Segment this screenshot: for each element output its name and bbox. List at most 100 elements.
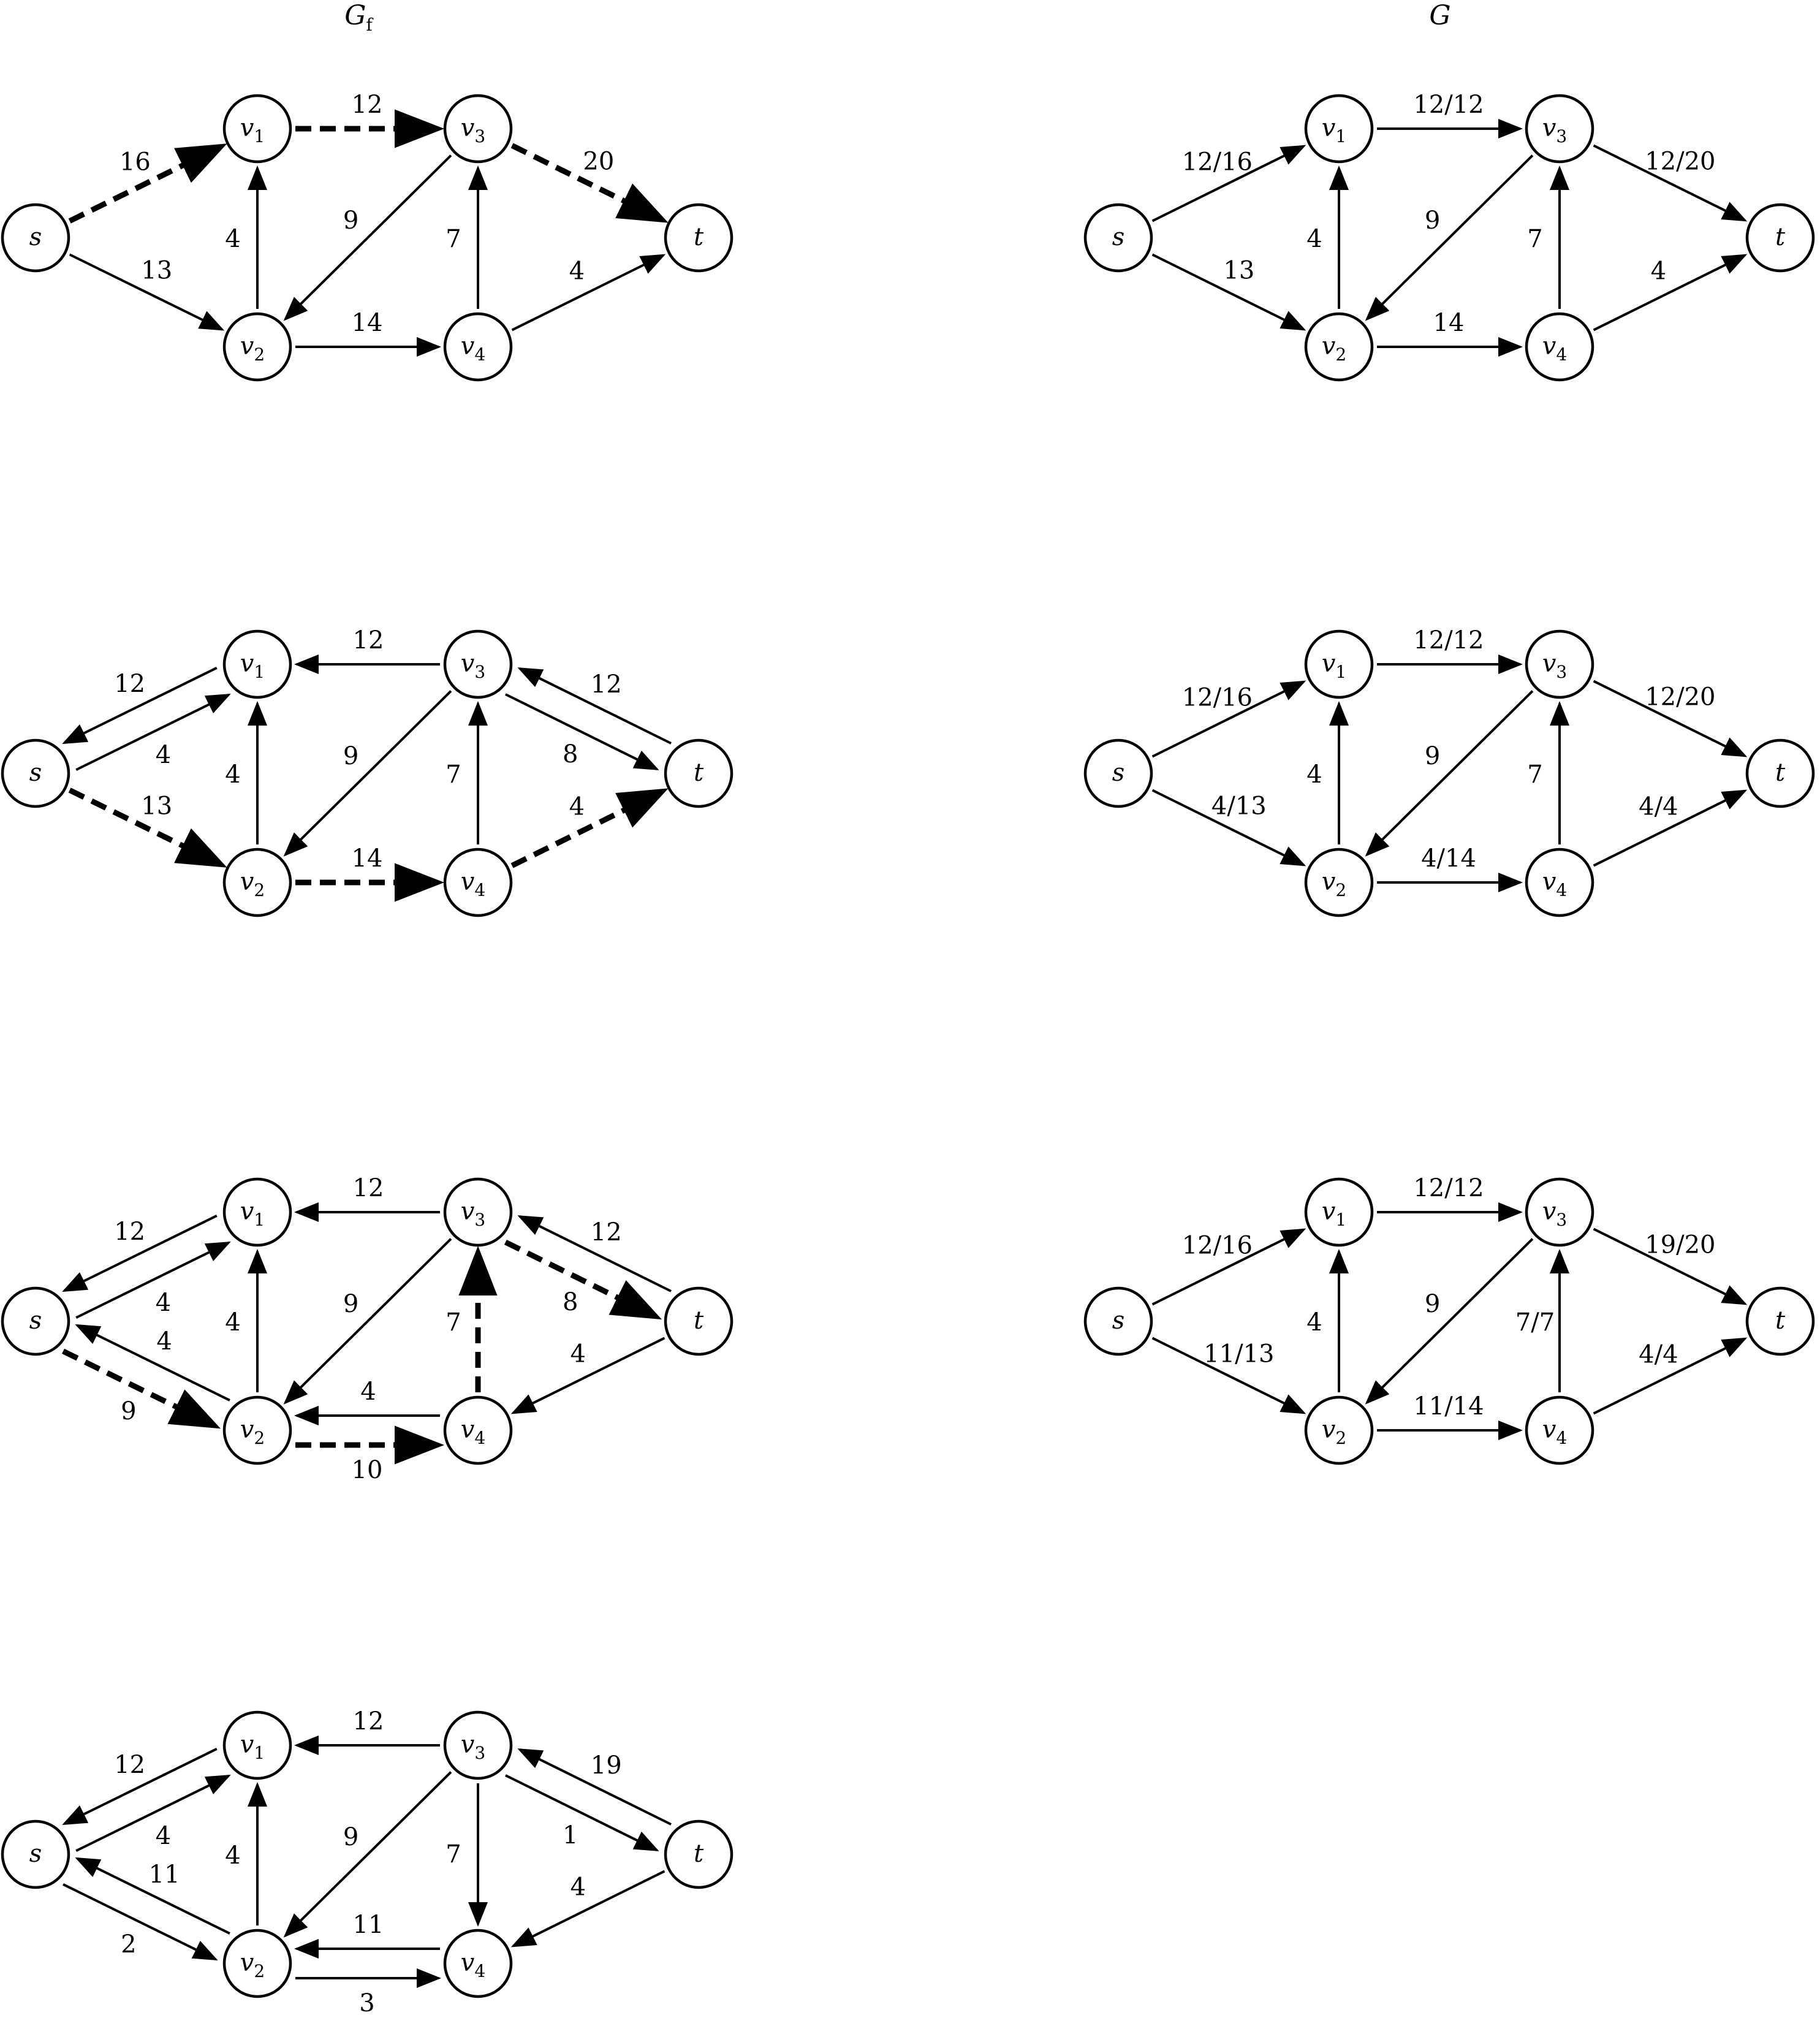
- edge-t-v3: [517, 667, 672, 745]
- edge-s-v2: [1151, 1337, 1306, 1414]
- node-circle: [443, 1177, 513, 1247]
- edge-v3-v2: [1365, 1238, 1534, 1405]
- node-v3: v3: [1525, 94, 1594, 164]
- edge-label-v3-v1: 12: [353, 626, 384, 654]
- edge-label-v4-v3: 7: [446, 1308, 461, 1337]
- edge-v3-v2: [283, 1771, 452, 1938]
- node-v3: v3: [443, 1710, 513, 1780]
- node-circle: [1, 1819, 70, 1889]
- node-v3: v3: [1525, 1177, 1594, 1247]
- edge-v3-t: [1593, 144, 1748, 222]
- node-label: v3: [461, 1731, 485, 1763]
- node-label: v1: [240, 114, 265, 146]
- edge-label-v3-v2: 9: [343, 1823, 358, 1851]
- node-label: s: [29, 1840, 42, 1868]
- edge-label-v1-v3: 12/12: [1413, 1174, 1484, 1202]
- node-circle: [1083, 1286, 1153, 1356]
- edge-v2-s: [75, 1857, 230, 1935]
- node-v4: v4: [443, 1929, 513, 1998]
- node-circle: [1304, 312, 1374, 382]
- edge-label-v3-v1: 12: [353, 1174, 384, 1202]
- node-label: v1: [1322, 114, 1346, 146]
- edge-label-v3-v2: 9: [343, 1290, 358, 1318]
- node-v3: v3: [1525, 629, 1594, 699]
- edge-label-v4-t: 4: [569, 257, 585, 286]
- edge-v1-s: [62, 1215, 218, 1292]
- edge-v4-t: [510, 788, 669, 868]
- edge-label-v1-v3: 12/12: [1413, 626, 1484, 654]
- node-circle: [443, 848, 513, 917]
- edge-label-s-v1: 4: [156, 1289, 171, 1317]
- edge-label-v2-v1: 4: [225, 1842, 240, 1870]
- node-circle: [1525, 94, 1594, 164]
- edge-label-v2-v4: 14: [352, 309, 383, 337]
- edge-label-v2-v4: 14: [1433, 309, 1465, 337]
- edge-label-v3-v2: 9: [1425, 207, 1440, 235]
- edge-label-v3-v4: 7: [446, 1840, 461, 1868]
- node-label: v1: [240, 650, 265, 682]
- node-circle: [1083, 738, 1153, 808]
- panel-g-3: 12/1612/1219/204911/1311/147/74/4sv1v2v3…: [1083, 1174, 1815, 1465]
- node-circle: [222, 1929, 292, 1998]
- edge-label-s-v2: 4/13: [1211, 792, 1267, 821]
- edge-label-s-v2: 13: [141, 792, 172, 821]
- edge-label-v2-v4: 14: [352, 844, 383, 873]
- node-circle: [1, 203, 70, 273]
- node-circle: [1525, 1177, 1594, 1247]
- panels: 16122049131474sv1v2v3v4t12/1612/1212/204…: [1, 91, 1815, 2017]
- node-label: v2: [240, 1416, 265, 1448]
- edge-label-s-v1: 12/16: [1182, 1232, 1253, 1260]
- node-v4: v4: [443, 312, 513, 382]
- edge-label-v4-t: 4: [569, 793, 585, 821]
- edge-label-s-v1: 12/16: [1182, 684, 1253, 712]
- node-circle: [222, 629, 292, 699]
- edge-label-v3-t: 20: [583, 148, 614, 176]
- edge-label-v1-s: 12: [114, 1751, 145, 1779]
- node-v1: v1: [1304, 1177, 1374, 1247]
- edge-label-v2-v4: 10: [352, 1456, 383, 1484]
- edge-v3-v2: [1365, 690, 1534, 857]
- node-circle: [1525, 1395, 1594, 1465]
- edge-label-v1-v3: 12: [352, 91, 383, 119]
- node-circle: [443, 94, 513, 164]
- node-v2: v2: [222, 1395, 292, 1465]
- edge-label-v3-v1: 12: [353, 1707, 384, 1735]
- edge-s-v2: [62, 1348, 221, 1429]
- edge-label-v4-v3: 7/7: [1515, 1308, 1555, 1337]
- edge-label-v2-v1: 4: [1306, 225, 1322, 253]
- edge-label-v3-t: 8: [563, 740, 578, 768]
- node-v1: v1: [222, 94, 292, 164]
- edge-label-v2-v1: 4: [1306, 1308, 1322, 1337]
- edge-label-v2-v4: 11/14: [1413, 1392, 1484, 1421]
- edge-label-v2-v1: 4: [225, 225, 240, 253]
- node-label: s: [1112, 223, 1125, 251]
- node-v3: v3: [443, 94, 513, 164]
- node-label: s: [1112, 759, 1125, 787]
- node-label: v3: [461, 1197, 485, 1230]
- edge-t-v4: [510, 1337, 665, 1414]
- node-label: t: [694, 1840, 704, 1868]
- node-t: t: [664, 1819, 734, 1889]
- node-circle: [1745, 203, 1815, 273]
- node-s: s: [1083, 1286, 1153, 1356]
- node-s: s: [1, 1819, 70, 1889]
- edge-v1-s: [62, 1748, 218, 1826]
- edge-label-v4-v2: 4: [360, 1378, 376, 1406]
- node-v4: v4: [443, 1395, 513, 1465]
- edge-label-v4-v3: 7: [1527, 761, 1542, 789]
- node-circle: [1083, 203, 1153, 273]
- edge-v4-t: [1593, 254, 1748, 332]
- edge-label-v3-t: 1: [563, 1821, 578, 1849]
- node-label: v1: [240, 1197, 265, 1230]
- node-v1: v1: [1304, 94, 1374, 164]
- edge-v3-v2: [283, 1238, 452, 1405]
- node-circle: [1, 1286, 70, 1356]
- edge-label-v2-s: 11: [149, 1861, 180, 1889]
- node-t: t: [664, 203, 734, 273]
- edge-label-v1-s: 12: [114, 1218, 145, 1246]
- node-v4: v4: [443, 848, 513, 917]
